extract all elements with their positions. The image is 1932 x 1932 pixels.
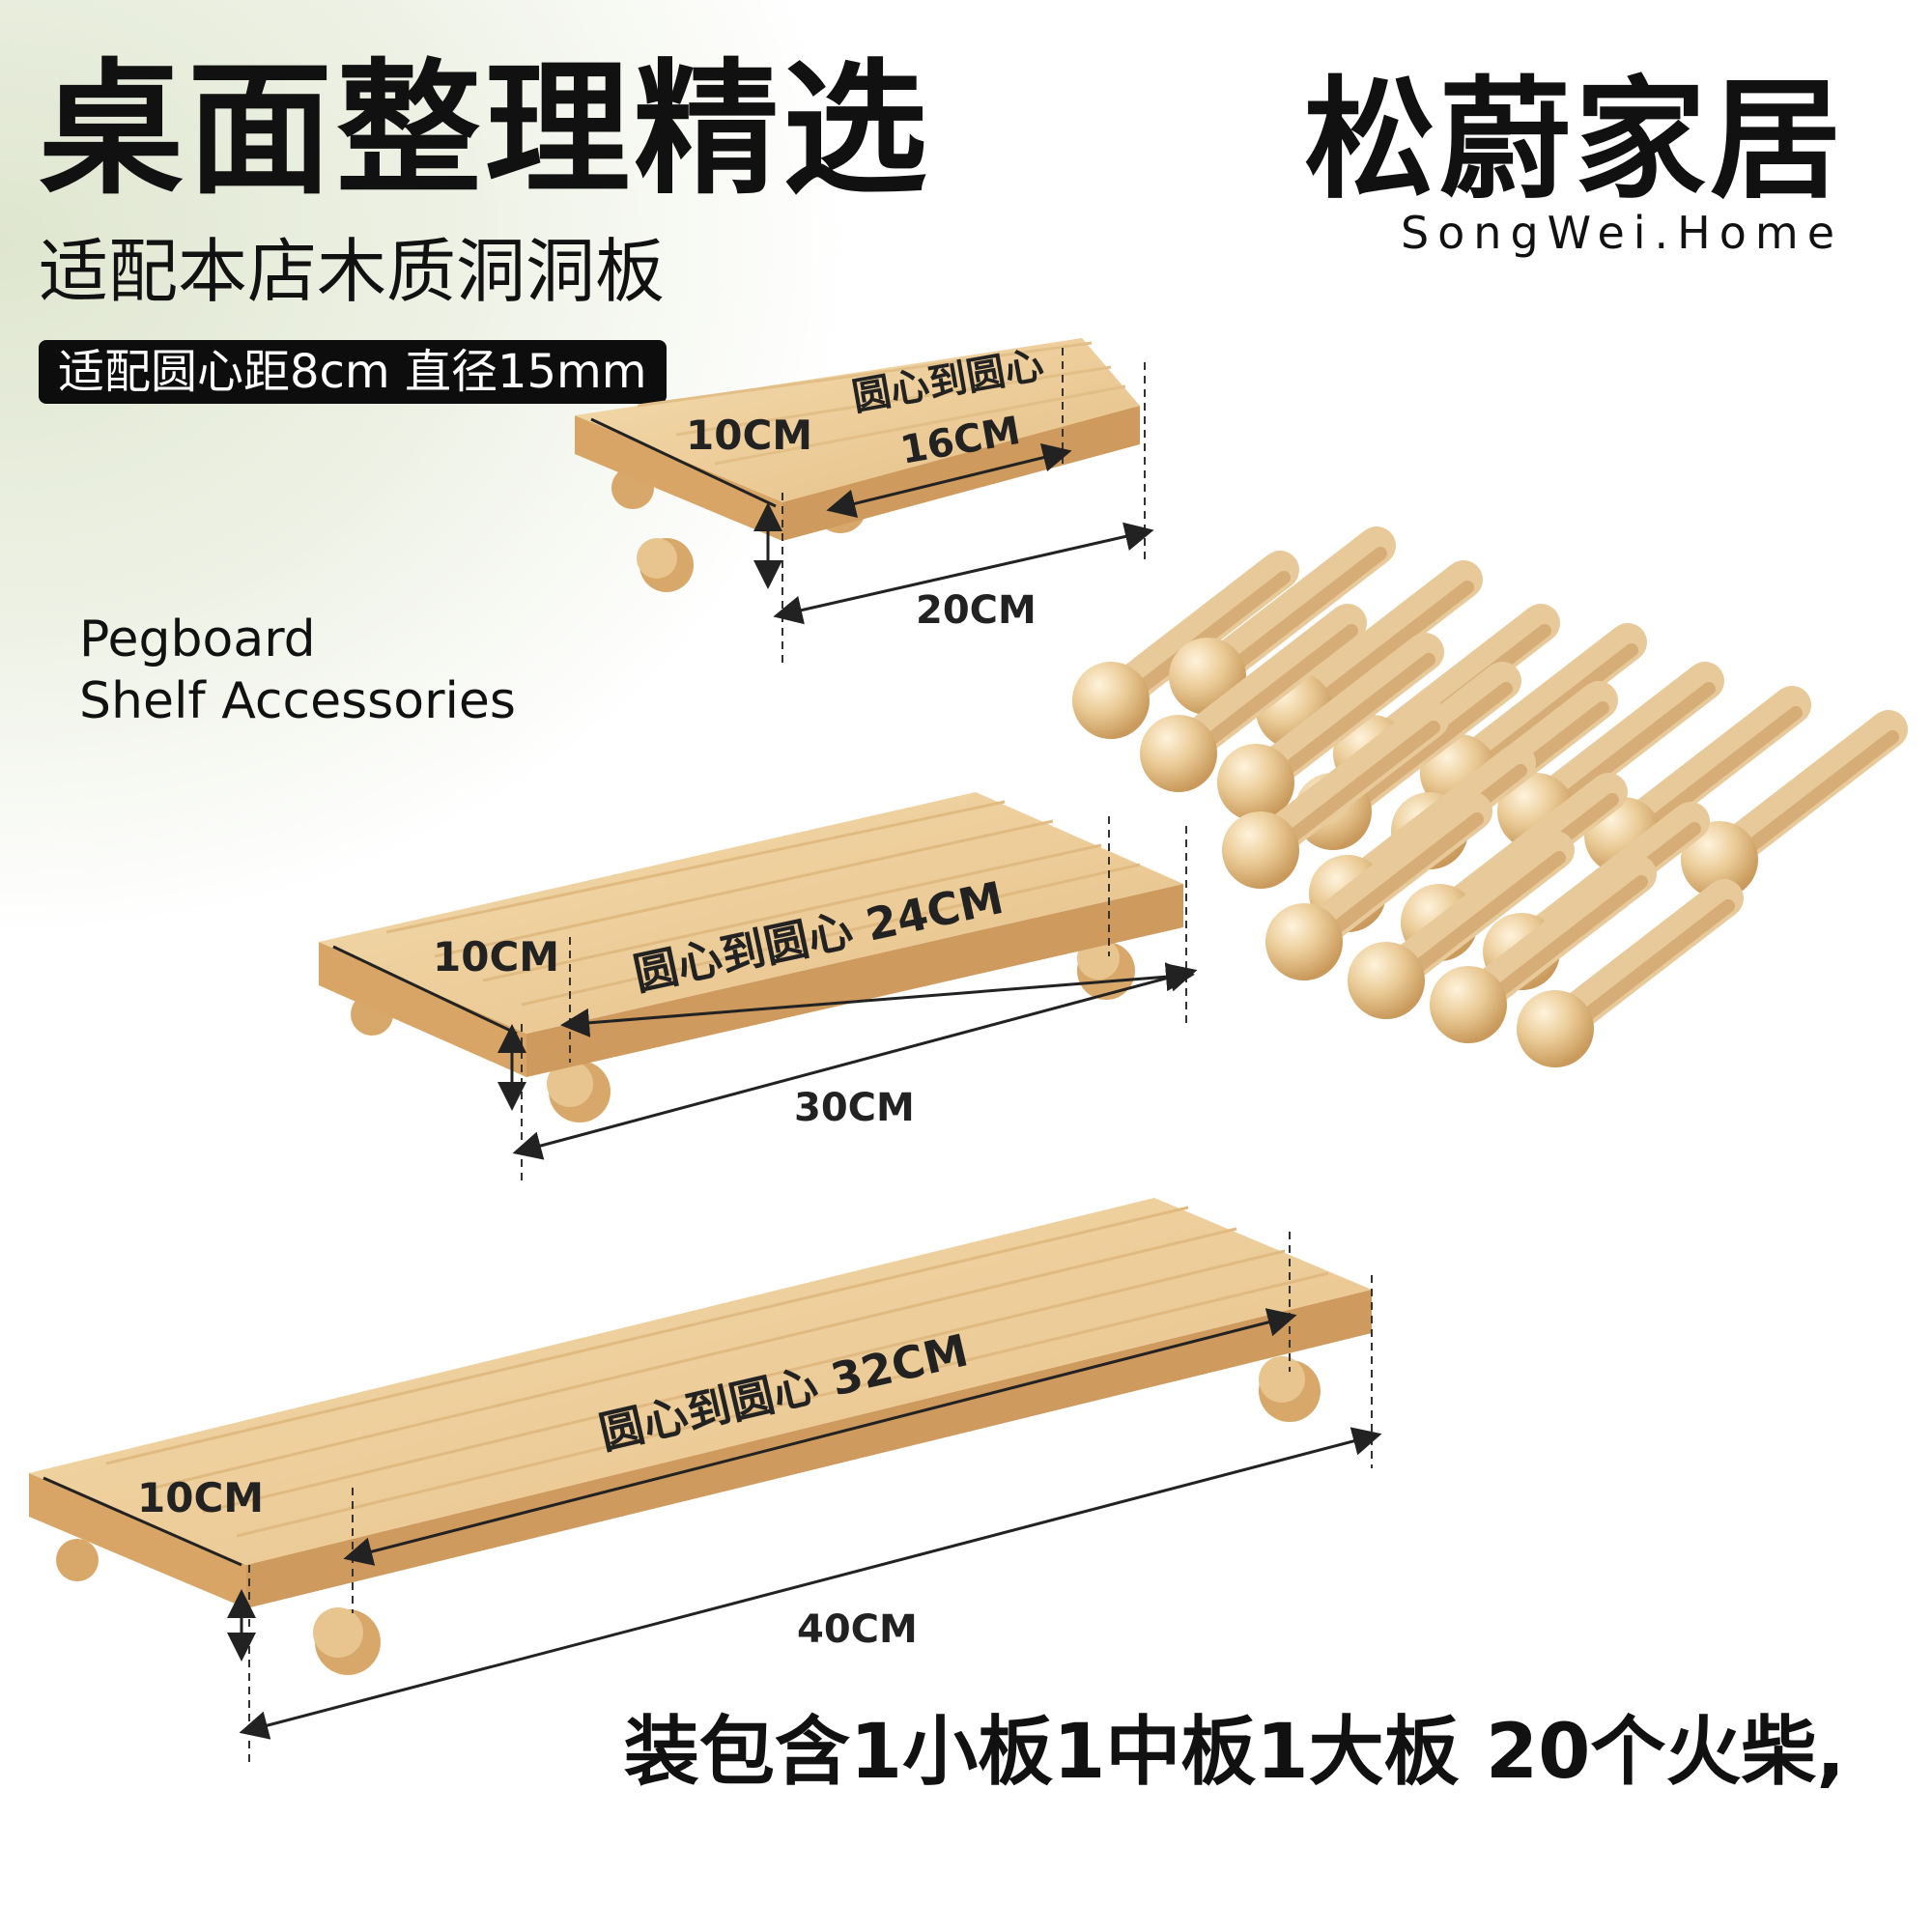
shelf-small-depth-label: 10CM: [686, 412, 812, 459]
english-label: Pegboard Shelf Accessories: [79, 609, 516, 732]
wooden-peg: [1265, 792, 1492, 980]
brand-name-en: SongWei.Home: [1400, 207, 1843, 259]
page-subtitle: 适配本店木质洞洞板: [39, 231, 666, 312]
spec-badge: 适配圆心距8cm 直径15mm: [39, 340, 667, 404]
english-label-line1: Pegboard: [79, 611, 316, 668]
shelf-small-length-label: 20CM: [916, 588, 1037, 633]
wooden-peg: [1217, 633, 1444, 821]
shelf-large-length-label: 40CM: [797, 1607, 918, 1652]
wooden-peg: [1681, 710, 1908, 898]
shelf-small: [575, 338, 1140, 592]
shelf-medium-length-label: 30CM: [794, 1086, 915, 1130]
shelf-large-depth-label: 10CM: [137, 1474, 264, 1521]
wooden-peg: [1140, 604, 1367, 792]
wooden-peg: [1222, 700, 1449, 889]
package-contents: 装包含1小板1中板1大板 20个火柴,: [623, 1709, 1845, 1796]
shelf-medium-depth-label: 10CM: [433, 933, 559, 980]
wooden-pegs: [1072, 526, 1908, 1067]
wooden-peg: [1430, 855, 1657, 1043]
english-label-line2: Shelf Accessories: [79, 672, 516, 730]
brand-name-cn: 松蔚家居: [1304, 65, 1845, 217]
page-title: 桌面整理精选: [39, 46, 932, 214]
wooden-peg: [1348, 831, 1575, 1019]
wooden-peg: [1517, 879, 1744, 1067]
